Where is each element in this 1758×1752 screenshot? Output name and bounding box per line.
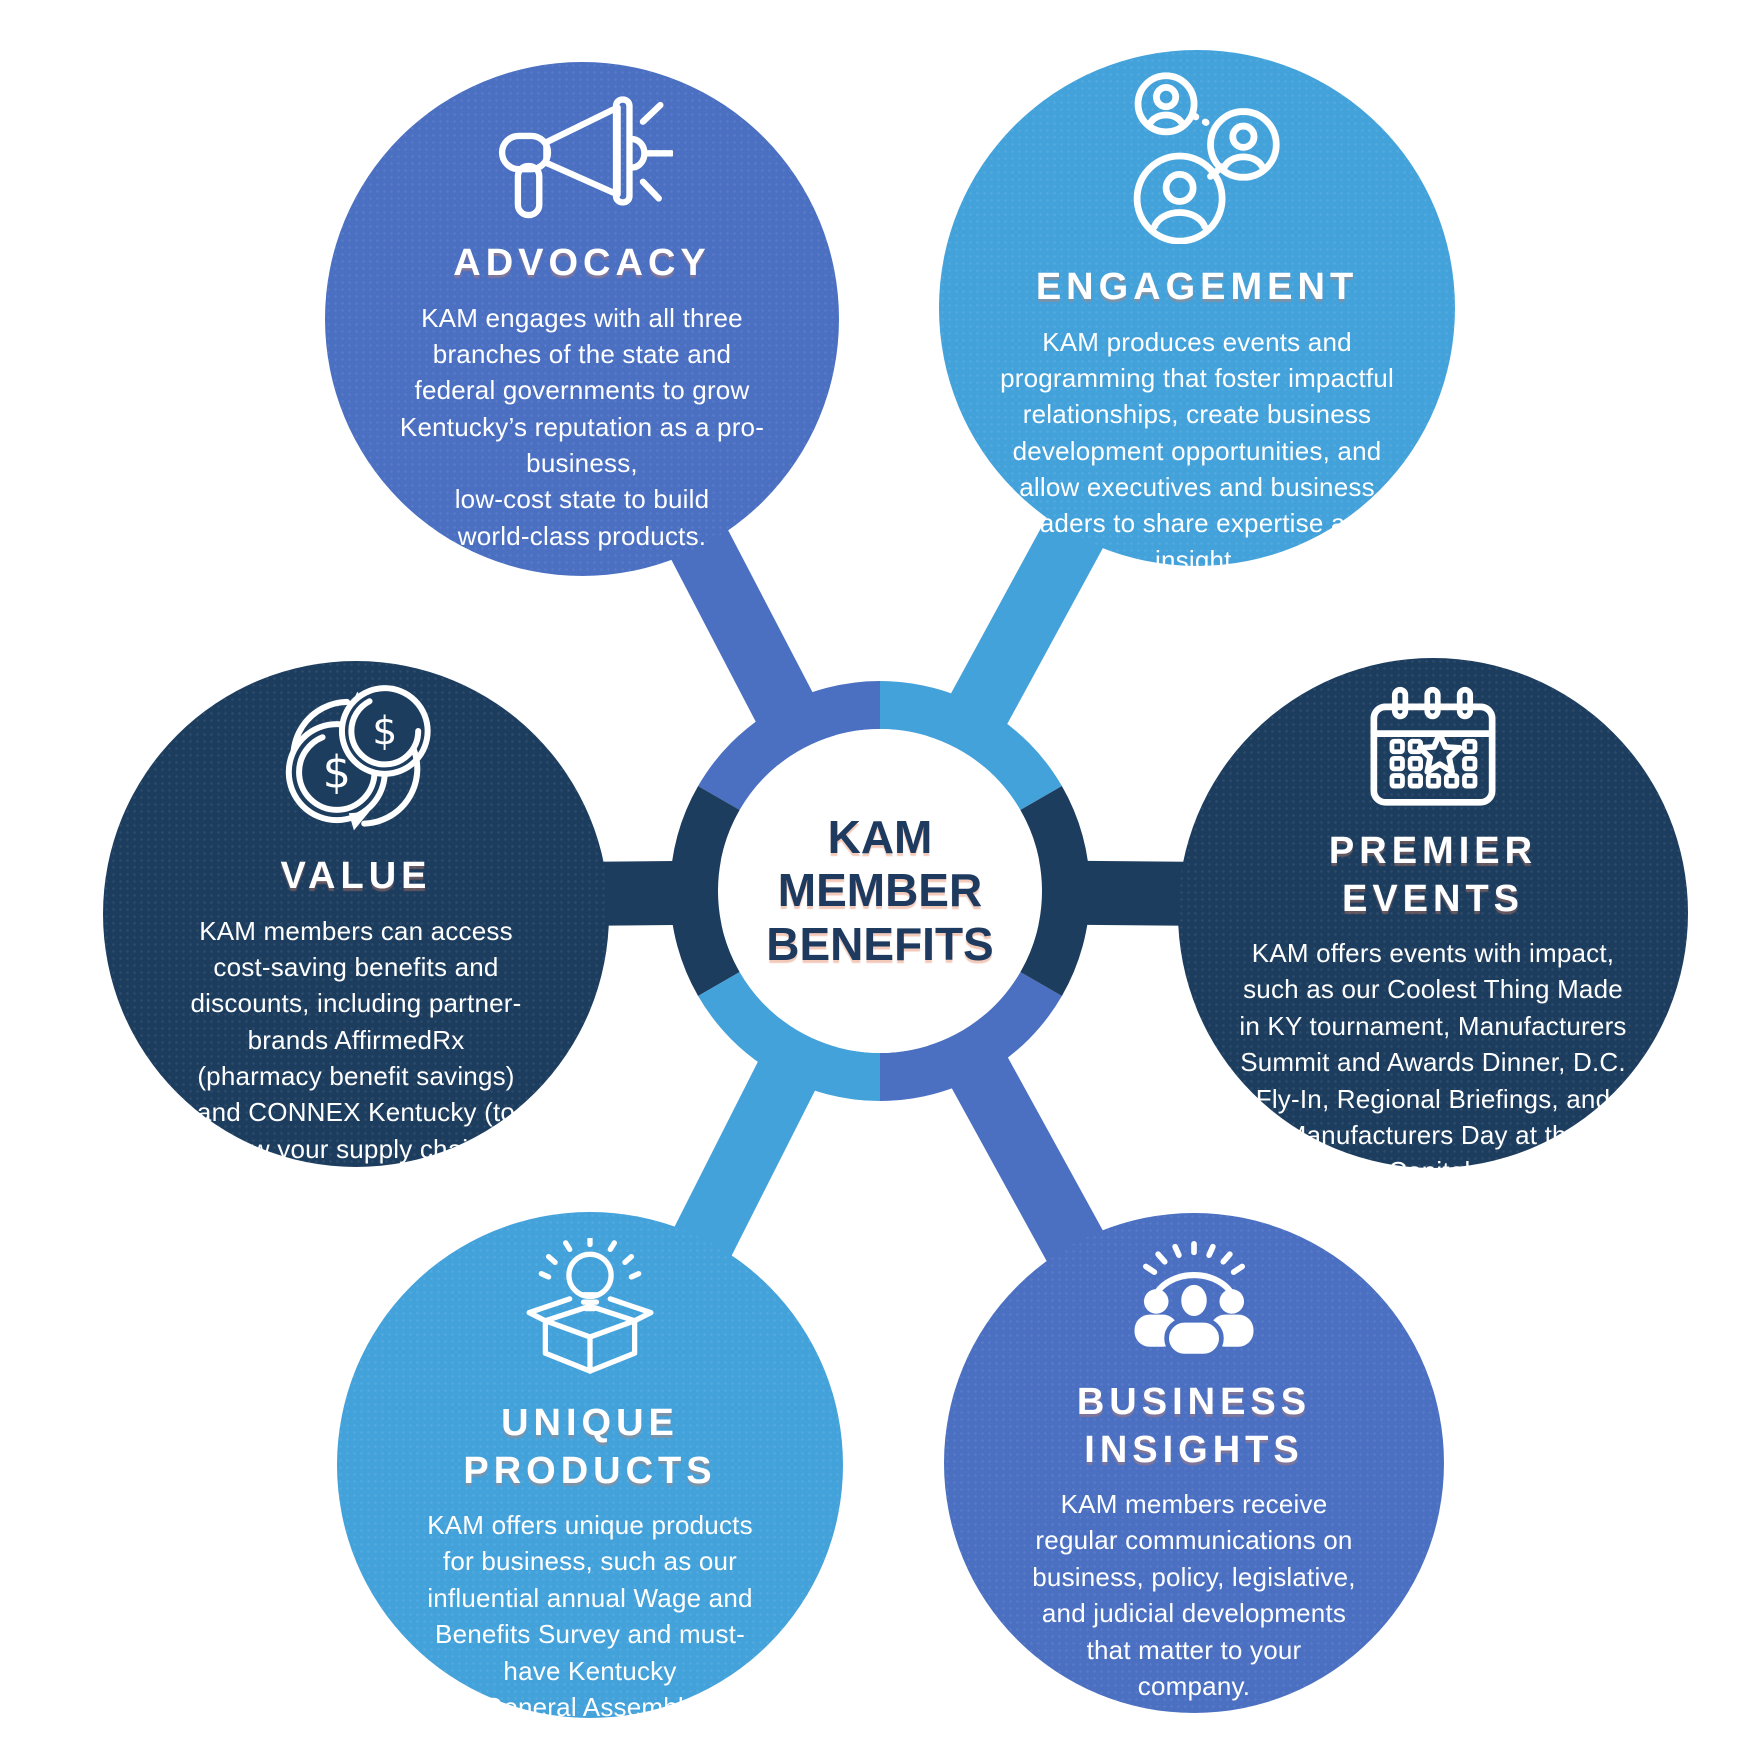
bubble-body: KAM engages with all three branches of t… <box>399 302 765 551</box>
people-network-icon <box>1110 70 1284 244</box>
bubble-unique-products: UNIQUE PRODUCTS KAM offers unique produc… <box>337 1212 843 1752</box>
bubble-premier-events: PREMIER EVENTS KAM offers events with im… <box>1178 658 1688 1186</box>
ring-segment-engagement <box>879 681 1062 811</box>
calendar-star-icon <box>1366 684 1500 808</box>
bubble-value: $ $ VALUE KAM members can access cost-sa… <box>103 661 609 1167</box>
bubble-heading: VALUE <box>280 855 432 897</box>
svg-text:$: $ <box>372 709 397 755</box>
bubble-body: KAM offers unique products for business,… <box>427 1510 753 1752</box>
bubble-heading: PREMIER EVENTS <box>1328 830 1538 920</box>
bubble-business-insights: BUSINESS INSIGHTS KAM members receive re… <box>944 1213 1444 1713</box>
bubble-body: KAM produces events and programming that… <box>1000 326 1394 575</box>
hub-title: KAM MEMBER BENEFITS <box>766 810 994 970</box>
bubble-body: KAM members can access cost-saving benef… <box>190 915 522 1164</box>
ring-segment-business-insights <box>879 971 1062 1101</box>
bubble-heading: ADVOCACY <box>453 242 711 284</box>
ring-segment-unique-products <box>698 971 881 1101</box>
bubble-body: KAM offers events with impact, such as o… <box>1239 938 1627 1187</box>
bubble-heading: UNIQUE PRODUCTS <box>463 1402 717 1492</box>
megaphone-icon <box>491 92 673 220</box>
bubble-body: KAM members receive regular communicatio… <box>1032 1489 1356 1701</box>
people-group-icon <box>1118 1239 1270 1359</box>
ring-segment-advocacy <box>698 681 881 811</box>
ring-segment-value <box>669 786 740 996</box>
dollar-coins-icon: $ $ <box>275 683 438 833</box>
bubble-heading: ENGAGEMENT <box>1035 266 1359 308</box>
bubble-engagement: ENGAGEMENT KAM produces events and progr… <box>939 50 1455 575</box>
bubble-heading: BUSINESS INSIGHTS <box>1076 1381 1312 1471</box>
idea-box-icon <box>521 1238 659 1380</box>
ring-segment-premier-events <box>1020 786 1091 996</box>
hub-circle <box>718 729 1042 1053</box>
bubble-advocacy: ADVOCACY KAM engages with all three bran… <box>325 62 839 576</box>
